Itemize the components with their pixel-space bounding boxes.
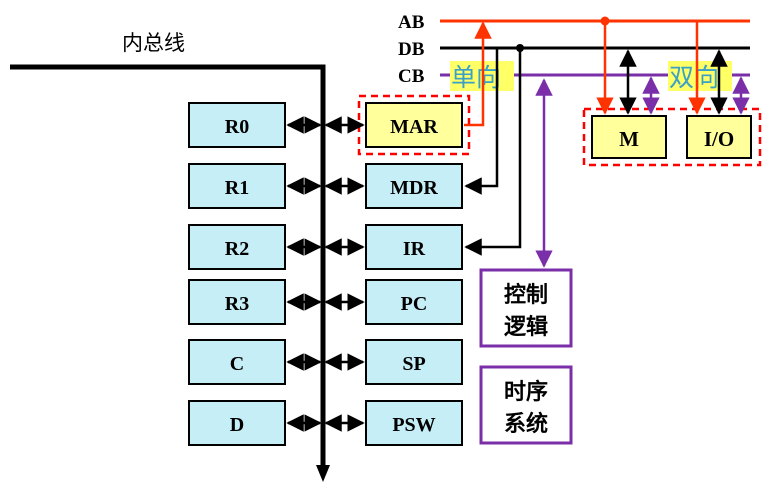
register-r1: R1 bbox=[188, 163, 286, 209]
cb-label: CB bbox=[398, 66, 425, 87]
register-pc: PC bbox=[365, 279, 463, 325]
register-mar: MAR bbox=[365, 102, 463, 148]
left-register-column: R0 R1 R2 R3 C D bbox=[188, 102, 286, 446]
db-label: DB bbox=[398, 39, 425, 60]
internal-bus-line bbox=[10, 64, 326, 468]
register-ir-label: IR bbox=[403, 238, 426, 260]
timing-system-line2: 系统 bbox=[504, 411, 548, 437]
right-register-arrows bbox=[324, 116, 365, 432]
control-logic-line1: 控制 bbox=[504, 282, 548, 308]
memory-io-dashed-frame bbox=[582, 107, 762, 167]
register-r3: R3 bbox=[188, 279, 286, 325]
right-register-column: MAR MDR IR PC SP PSW bbox=[357, 94, 471, 446]
internal-bus-label: 内总线 bbox=[122, 31, 185, 55]
data-bus-junction bbox=[516, 44, 524, 52]
register-r1-label: R1 bbox=[225, 177, 249, 199]
memory-label: M bbox=[619, 127, 639, 151]
bidirectional-label: 双向 bbox=[669, 63, 719, 92]
register-pc-label: PC bbox=[401, 293, 428, 315]
register-r2: R2 bbox=[188, 224, 286, 270]
register-ir: IR bbox=[365, 224, 463, 270]
register-d-label: D bbox=[230, 414, 244, 436]
timing-system-line1: 时序 bbox=[504, 379, 548, 405]
io-label: I/O bbox=[704, 127, 734, 151]
memory-box: M bbox=[591, 115, 667, 159]
io-box: I/O bbox=[686, 115, 752, 159]
register-r0: R0 bbox=[188, 102, 286, 148]
register-mdr-label: MDR bbox=[390, 177, 438, 199]
unidirectional-label: 单向 bbox=[451, 63, 501, 92]
register-r0-label: R0 bbox=[225, 116, 249, 138]
data-bus-to-mdr bbox=[464, 48, 499, 195]
register-sp-label: SP bbox=[402, 353, 425, 375]
register-r3-label: R3 bbox=[225, 293, 249, 315]
register-d: D bbox=[188, 400, 286, 446]
register-r2-label: R2 bbox=[225, 238, 249, 260]
control-logic-line2: 逻辑 bbox=[504, 314, 548, 340]
register-mdr: MDR bbox=[365, 163, 463, 209]
ab-label: AB bbox=[398, 12, 425, 33]
register-psw: PSW bbox=[365, 400, 463, 446]
control-logic-box: 控制 逻辑 bbox=[479, 268, 573, 348]
register-psw-label: PSW bbox=[392, 414, 435, 436]
internal-bus-arrowhead bbox=[316, 465, 330, 482]
register-c: C bbox=[188, 339, 286, 385]
left-register-arrows bbox=[286, 116, 322, 432]
register-c-label: C bbox=[230, 353, 244, 375]
timing-system-box: 时序 系统 bbox=[479, 365, 573, 445]
register-sp: SP bbox=[365, 339, 463, 385]
mar-to-address-bus bbox=[464, 21, 492, 127]
data-bus-to-ir bbox=[464, 48, 522, 256]
register-mar-label: MAR bbox=[390, 116, 438, 138]
